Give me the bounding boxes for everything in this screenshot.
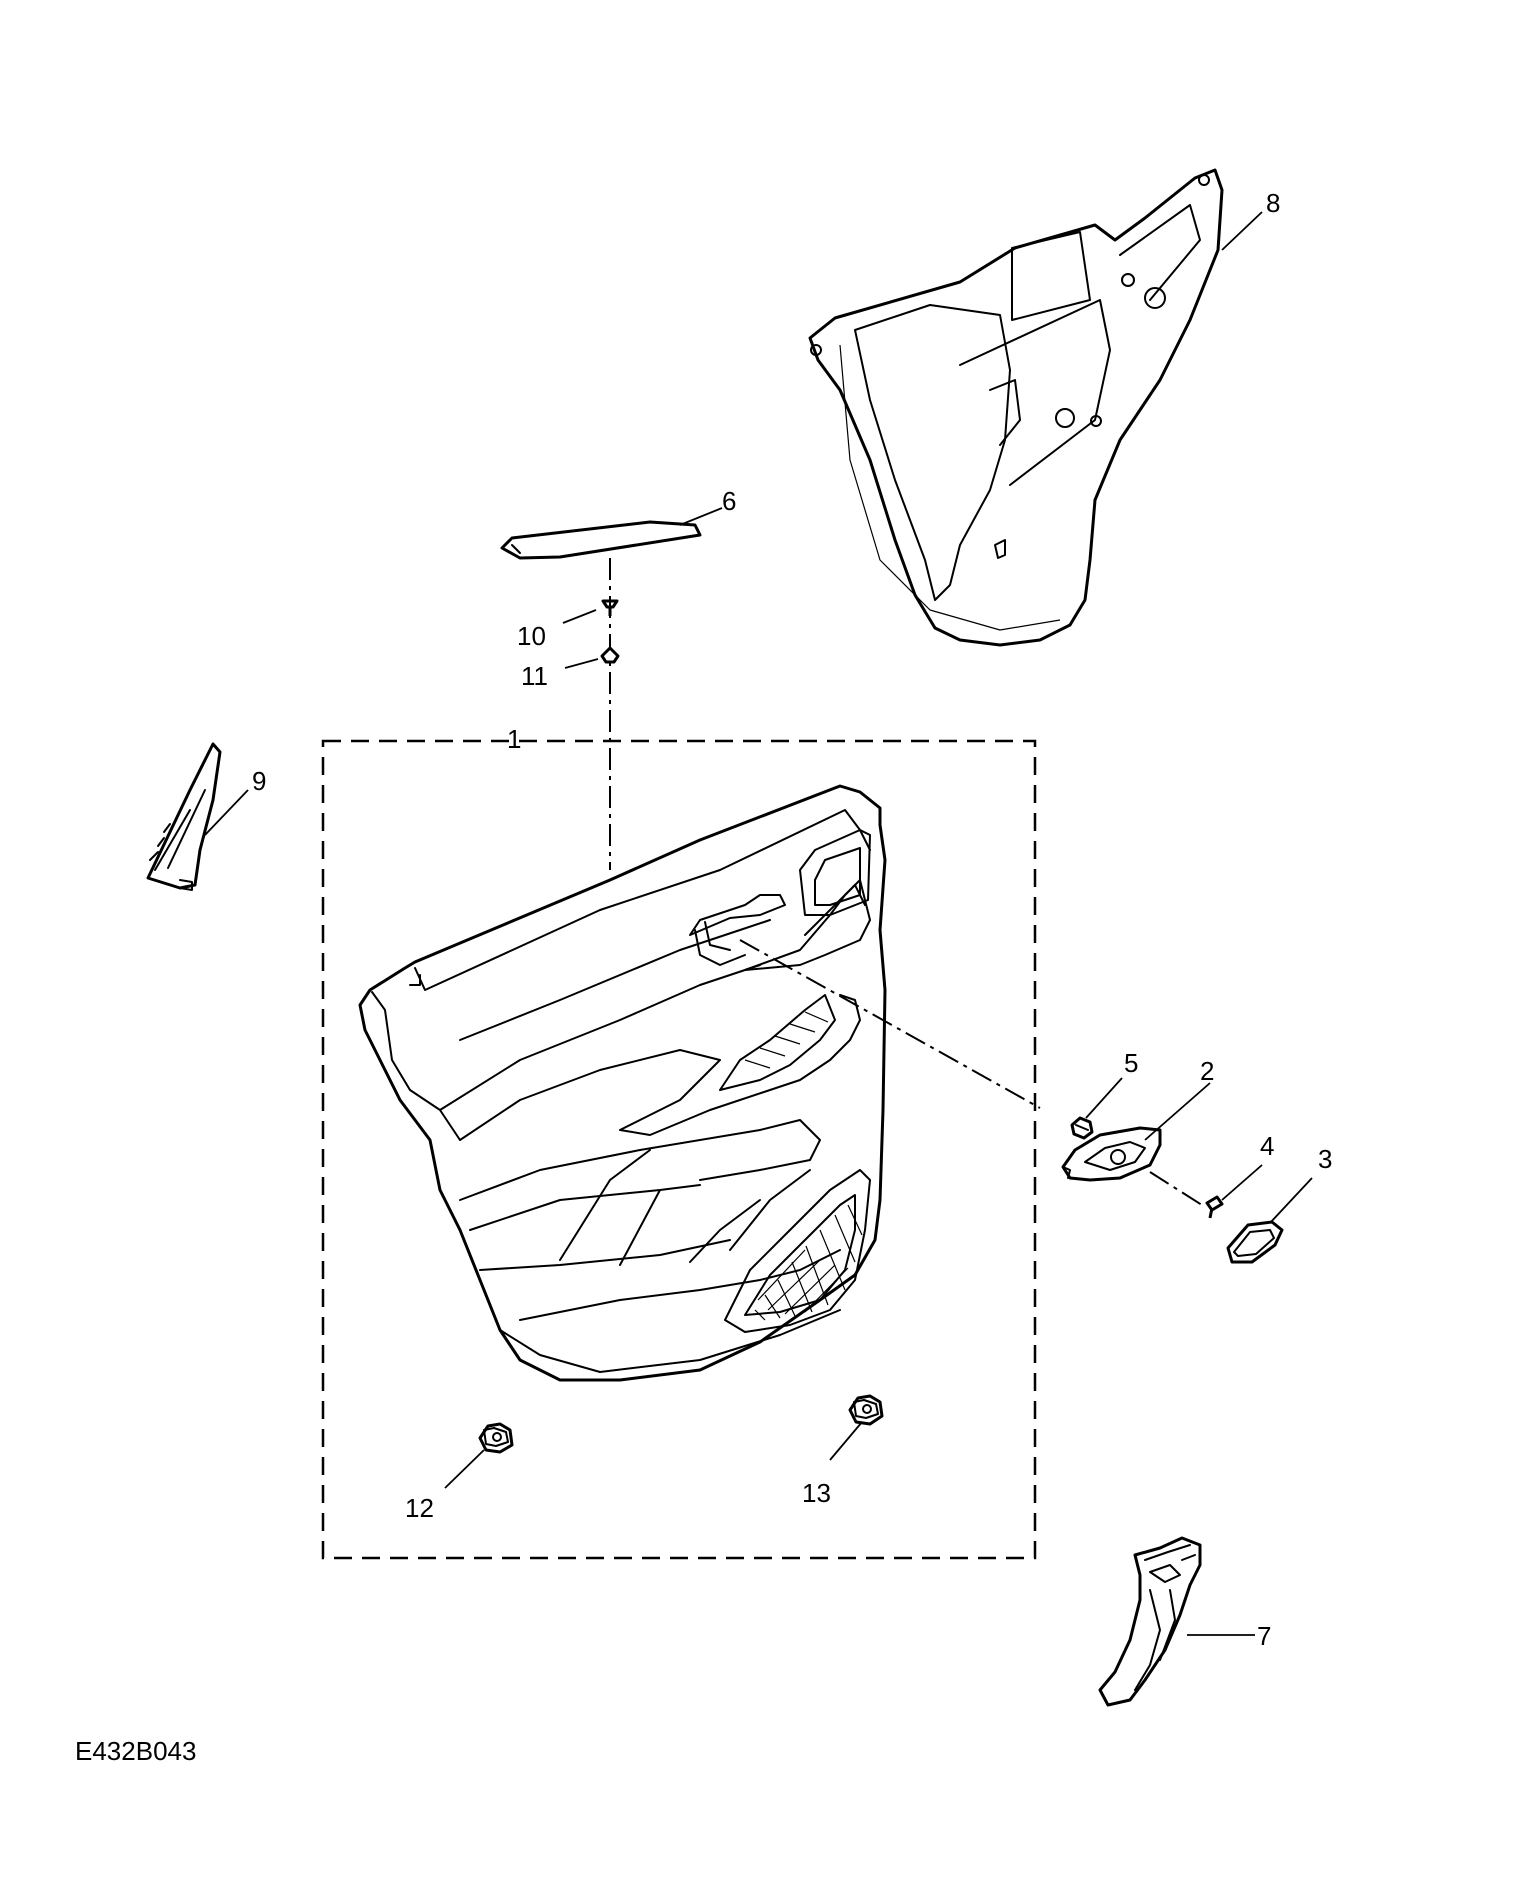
drawing-code: E432B043 [75,1736,197,1766]
part-8-insulator [808,168,1224,647]
callout-7: 7 [1257,1621,1271,1651]
part-4-screw [1205,1195,1224,1219]
callout-10: 10 [517,621,546,651]
part-2-inner-handle [1061,1126,1162,1182]
callout-4: 4 [1260,1131,1274,1161]
part-3-cover-cap [1226,1220,1284,1264]
callout-6: 6 [722,486,736,516]
callout-5: 5 [1124,1048,1138,1078]
callout-8: 8 [1266,188,1280,218]
callout-1: 1 [507,724,521,754]
part-11-clip [600,646,620,664]
callout-2: 2 [1200,1056,1214,1086]
part-6-trim-strip [500,520,702,560]
callout-13: 13 [802,1478,831,1508]
callout-9: 9 [252,766,266,796]
part-7-lower-bracket [1098,1536,1202,1707]
part-10-screw [601,599,619,616]
callout-12: 12 [405,1493,434,1523]
part-9-sail-trim [146,742,222,891]
part-1-door-trim-panel [358,784,887,1382]
part-13-push-clip [848,1394,884,1426]
callout-11: 11 [521,661,548,691]
callout-3: 3 [1318,1144,1332,1174]
kit-boundary [321,739,1037,1560]
part-12-push-clip [478,1422,514,1454]
part-5-clip [1070,1116,1094,1140]
